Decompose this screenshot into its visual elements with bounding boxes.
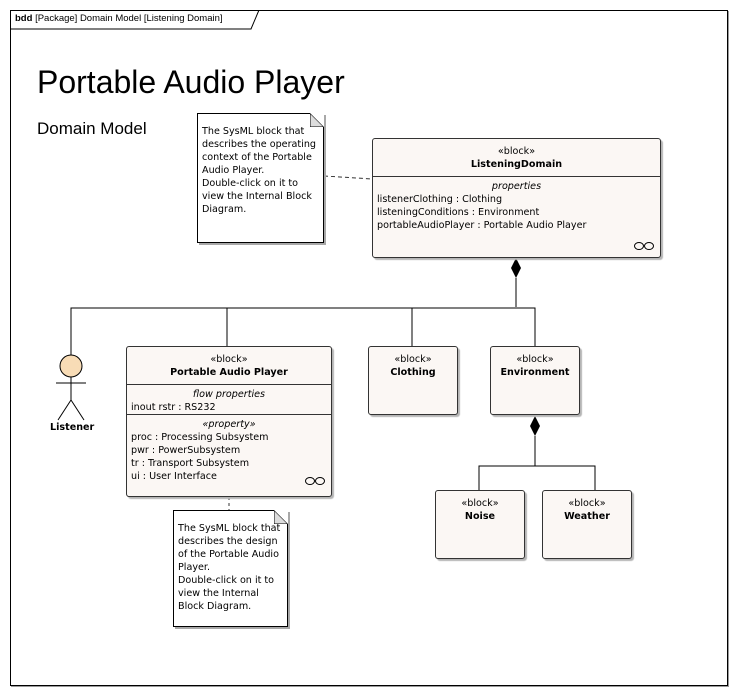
note-text: Double-click on it to — [178, 575, 275, 586]
note-text: Block Diagram. — [178, 601, 252, 612]
compartment-title: properties — [491, 181, 542, 192]
block-stereotype: «block» — [568, 498, 606, 509]
note-text: Double-click on it to — [202, 178, 299, 189]
actor-head — [59, 354, 83, 378]
block-stereotype: «block» — [497, 146, 536, 157]
note-text: of the Portable Audio — [178, 549, 279, 560]
block-attribute: portableAudioPlayer : Portable Audio Pla… — [377, 220, 587, 231]
diagram-subtitle: Domain Model — [37, 119, 147, 138]
compartment-title: «property» — [202, 419, 256, 430]
ibd-link-icon[interactable] — [634, 241, 654, 251]
note-anchor-listening-domain — [323, 175, 373, 180]
note-text: describes the design — [178, 536, 278, 547]
note-text: The SysML block that — [202, 126, 305, 137]
flow-properties-compartment: flow properties inout rstr : RS232 — [127, 384, 331, 414]
block-attribute: pwr : PowerSubsystem — [131, 445, 241, 456]
diagram-title: Portable Audio Player — [37, 64, 345, 100]
property-compartment: «property» proc : Processing Subsystem p… — [127, 414, 331, 485]
block-portable-audio-player[interactable]: «block» Portable Audio Player flow prope… — [126, 346, 332, 497]
composition-diamond-icon — [511, 258, 521, 278]
note-text: The SysML block that — [178, 523, 281, 534]
block-attribute: listenerClothing : Clothing — [377, 194, 503, 205]
block-listening-domain[interactable]: «block» ListeningDomain properties liste… — [372, 138, 661, 258]
note-listening-domain[interactable]: The SysML block that describes the opera… — [197, 113, 324, 243]
note-fold-icon — [274, 510, 288, 524]
block-name: ListeningDomain — [470, 159, 563, 170]
block-stereotype: «block» — [210, 354, 248, 365]
composition-diamond-icon — [530, 416, 540, 436]
composition-listening-domain — [70, 278, 536, 357]
ibd-link-icon[interactable] — [305, 476, 325, 486]
note-text: describes the operating — [202, 139, 316, 150]
block-name: Environment — [500, 367, 570, 378]
actor-listener-icon[interactable] — [50, 350, 94, 434]
properties-compartment: properties listenerClothing : Clothing l… — [373, 176, 660, 234]
block-name: Clothing — [390, 367, 436, 378]
note-fold-icon — [310, 113, 324, 127]
block-name: Noise — [464, 511, 496, 522]
block-stereotype: «block» — [461, 498, 499, 509]
block-name: Weather — [564, 511, 610, 522]
block-noise[interactable]: «block» Noise — [435, 490, 525, 559]
note-text: Player. — [178, 562, 211, 573]
block-attribute: inout rstr : RS232 — [131, 402, 216, 413]
block-environment[interactable]: «block» Environment — [490, 346, 580, 415]
compartment-title: flow properties — [192, 389, 266, 400]
actor-label: Listener — [50, 422, 95, 433]
block-name: Portable Audio Player — [170, 367, 288, 378]
block-clothing[interactable]: «block» Clothing — [368, 346, 458, 415]
block-attribute: tr : Transport Subsystem — [131, 458, 250, 469]
frame-label: bdd [Package] Domain Model [Listening Do… — [15, 13, 223, 24]
note-text: context of the Portable — [202, 152, 312, 163]
block-attribute: listeningConditions : Environment — [377, 207, 540, 218]
block-weather[interactable]: «block» Weather — [542, 490, 632, 559]
block-stereotype: «block» — [516, 354, 554, 365]
note-text: Diagram. — [202, 204, 247, 215]
note-text: view the Internal Block — [202, 191, 312, 202]
block-stereotype: «block» — [394, 354, 432, 365]
note-portable-audio-player[interactable]: The SysML block that describes the desig… — [173, 510, 288, 627]
block-attribute: ui : User Interface — [131, 471, 217, 482]
note-text: view the Internal — [178, 588, 259, 599]
note-text: Audio Player. — [202, 165, 265, 176]
composition-environment — [478, 436, 596, 490]
block-attribute: proc : Processing Subsystem — [131, 432, 269, 443]
